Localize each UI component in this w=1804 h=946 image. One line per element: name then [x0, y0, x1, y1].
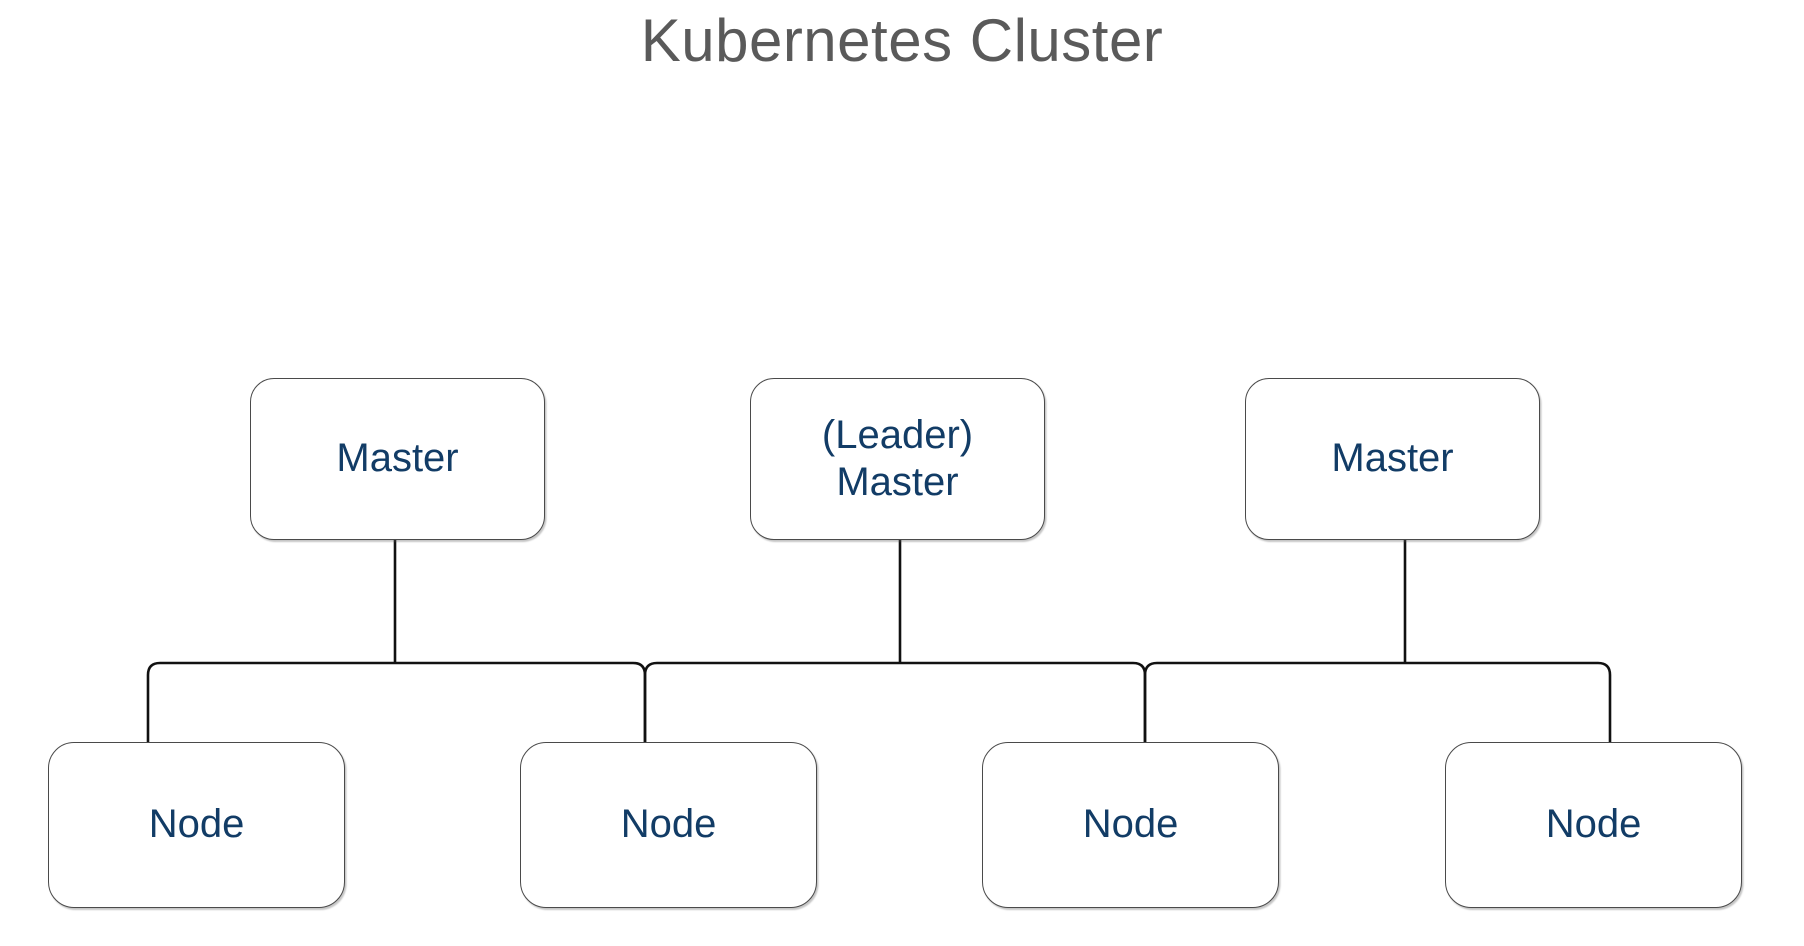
master-node-1[interactable]: Master — [250, 378, 545, 540]
master-node-3-label: Master — [1331, 436, 1454, 481]
master-node-leader-label: (Leader) Master — [821, 412, 974, 504]
worker-node-4-label: Node — [1545, 802, 1642, 847]
connector-bus-segment-3 — [1143, 661, 1612, 745]
worker-node-1-label: Node — [148, 802, 245, 847]
worker-node-2[interactable]: Node — [520, 742, 817, 908]
master-node-3[interactable]: Master — [1245, 378, 1540, 540]
master-node-1-label: Master — [336, 436, 459, 481]
connector-bus-segment-2 — [643, 661, 1147, 745]
worker-node-3-label: Node — [1082, 802, 1179, 847]
page-title: Kubernetes Cluster — [640, 7, 1164, 74]
master-node-leader[interactable]: (Leader) Master — [750, 378, 1045, 540]
worker-node-3[interactable]: Node — [982, 742, 1279, 908]
worker-node-4[interactable]: Node — [1445, 742, 1742, 908]
worker-node-1[interactable]: Node — [48, 742, 345, 908]
connector-bus-segment-1 — [146, 661, 647, 745]
worker-node-2-label: Node — [620, 802, 717, 847]
